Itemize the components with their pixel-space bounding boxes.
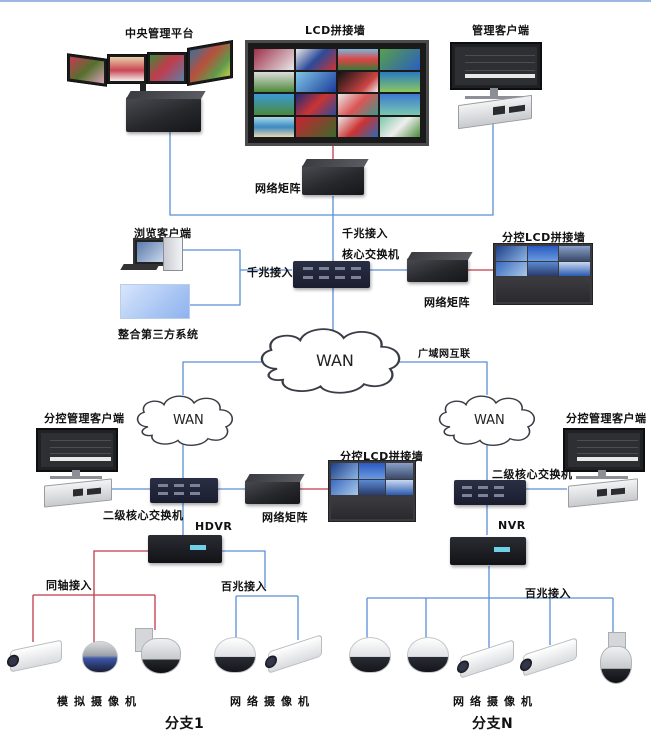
label-branch1-lcd-wall: 分控LCD拼接墙 [340,450,424,463]
workstation-monitor-icon[interactable] [563,428,645,472]
label-branchN-switch: 二级核心交换机 [492,468,573,481]
monitor-base [576,476,628,479]
label-network-matrix-top: 网络矩阵 [255,182,301,195]
wan-right-label: WAN [474,413,505,428]
workstation-monitor-icon[interactable] [450,42,542,90]
label-branch1: 分支1 [165,716,205,732]
link-hdvr-ip [222,550,266,588]
link-thirdparty-core [190,270,241,306]
core-switch-icon[interactable] [293,261,370,288]
label-coax-access: 同轴接入 [46,579,92,592]
matrix-box-icon[interactable] [245,480,300,504]
host-box-icon[interactable] [126,97,201,132]
label-bN-network-cameras: 网络摄像机 [453,695,538,708]
label-lcd-wall: LCD拼接墙 [305,24,366,37]
branch1-switch-icon[interactable] [150,478,218,503]
label-analog-cameras: 模拟摄像机 [57,695,142,708]
dome-camera-icon[interactable] [82,641,118,673]
third-party-system-icon[interactable] [120,284,190,319]
label-b1-network-cameras: 网络摄像机 [230,695,315,708]
link-platform-bus [169,128,333,216]
ptz-camera-icon[interactable] [135,628,181,674]
top-border [0,0,651,2]
label-branch1-client: 分控管理客户端 [44,412,125,425]
monitor-array-icon[interactable] [67,39,233,87]
matrix-box-icon[interactable] [407,258,468,282]
label-hdvr: HDVR [195,520,233,533]
monitor-base [465,96,525,99]
monitor-stand [72,470,80,476]
wan-left-label: WAN [173,413,204,428]
label-network-matrix-2: 网络矩阵 [424,296,470,309]
label-third-party: 整合第三方系统 [118,328,199,341]
pc-tower [163,237,183,271]
hdvr-icon[interactable] [148,535,222,563]
wan-center-label: WAN [316,351,354,370]
matrix-box-icon[interactable] [302,165,364,195]
link-hdvr-coax [93,550,148,588]
monitor-stand [140,83,146,97]
link-wan-right [393,361,488,395]
workstation-monitor-icon[interactable] [36,428,118,472]
label-nvr: NVR [498,519,526,532]
label-wan-interconnect: 广域网互联 [418,349,471,360]
label-branch-lcd-wall: 分控LCD拼接墙 [502,231,586,244]
label-branchN: 分支N [472,716,514,732]
video-wall-icon[interactable] [493,243,593,305]
monitor-base [50,476,102,479]
label-branch1-matrix: 网络矩阵 [262,511,308,524]
link-client-bus [333,122,494,216]
dome-camera-icon[interactable] [349,637,391,673]
dome-camera-icon[interactable] [214,637,256,673]
label-gigabit-left: 千兆接入 [247,266,293,279]
video-wall-icon[interactable] [245,40,429,146]
ptz-camera-icon[interactable] [598,632,632,684]
nvr-icon[interactable] [450,537,526,565]
label-gigabit-top: 千兆接入 [342,227,388,240]
label-management-client: 管理客户端 [472,24,530,37]
video-wall-icon[interactable] [328,460,416,522]
monitor-stand [598,470,606,476]
label-branchN-client: 分控管理客户端 [566,412,647,425]
label-branch1-switch: 二级核心交换机 [103,509,184,522]
label-bN-fast-access: 百兆接入 [525,587,571,600]
link-browse-core [183,249,292,271]
dome-camera-icon[interactable] [407,637,449,673]
label-core-switch: 核心交换机 [342,248,400,261]
monitor-stand [490,88,498,96]
label-b1-fast-access: 百兆接入 [221,580,267,593]
desktop-pc-icon[interactable] [133,238,167,266]
link-wan-left [182,361,272,395]
label-browse-client: 浏览客户端 [134,227,192,240]
branchN-switch-icon[interactable] [454,480,526,505]
label-central-platform: 中央管理平台 [125,27,194,40]
